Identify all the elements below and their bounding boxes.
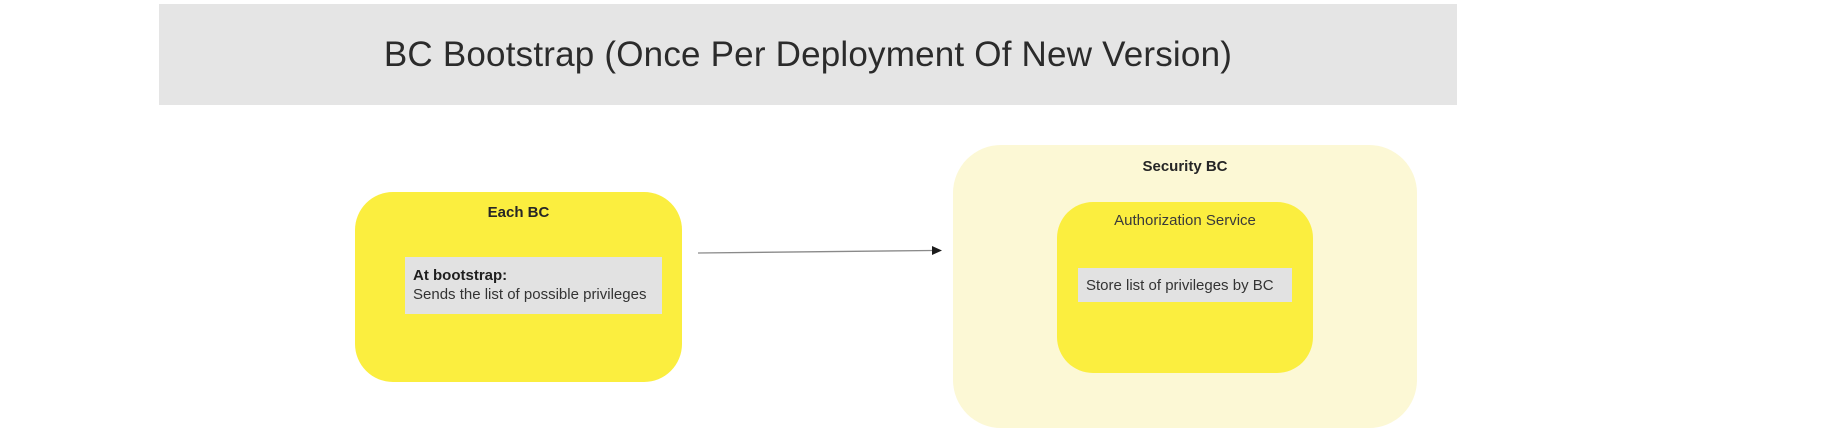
connector-line [697,249,933,254]
authorization-service-box[interactable]: Authorization Service Store list of priv… [1057,202,1313,373]
bootstrap-note-body: Sends the list of possible privileges [413,286,647,303]
each-bc-box[interactable]: Each BC At bootstrap: Sends the list of … [355,192,682,382]
connector-arrow[interactable] [690,242,950,262]
store-privileges-note[interactable]: Store list of privileges by BC [1078,268,1292,302]
bootstrap-note-title: At bootstrap: [413,267,508,284]
store-privileges-note-text: Store list of privileges by BC [1086,276,1274,294]
bootstrap-note[interactable]: At bootstrap: Sends the list of possible… [405,257,662,314]
arrowhead-icon [932,246,942,255]
authorization-service-title: Authorization Service [1114,212,1256,229]
page-title: BC Bootstrap (Once Per Deployment Of New… [383,34,1233,74]
security-bc-box[interactable]: Security BC Authorization Service Store … [953,145,1417,428]
security-bc-title: Security BC [1142,158,1228,175]
title-banner[interactable]: BC Bootstrap (Once Per Deployment Of New… [159,4,1457,105]
each-bc-title: Each BC [487,204,550,221]
